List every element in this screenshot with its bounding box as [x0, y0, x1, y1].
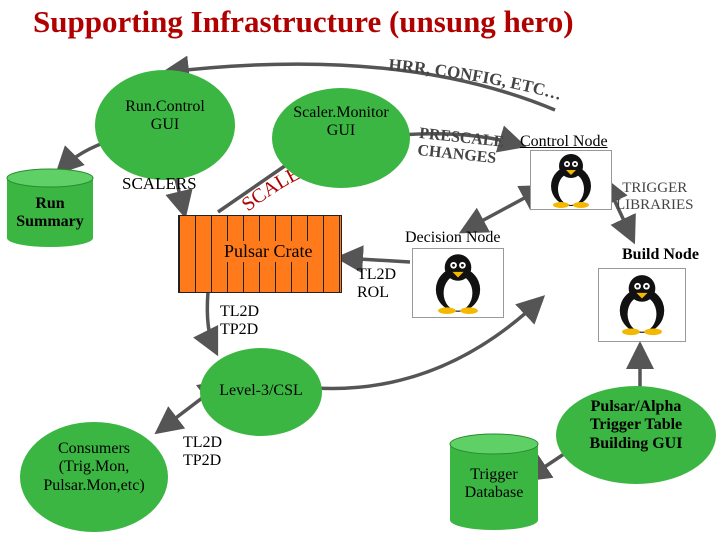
level3-csl-label: Level-3/CSL — [219, 382, 303, 399]
run-summary-label: Run Summary — [16, 195, 84, 231]
arrow-crate-level3 — [193, 291, 219, 357]
runcontrol-gui-label: Run.Control GUI — [125, 98, 205, 134]
arrow-scalermonitor-control — [399, 125, 527, 153]
level3-csl-ellipse — [200, 348, 322, 436]
svg-text:HRR, CONFIG, ETC…: HRR, CONFIG, ETC… — [388, 55, 564, 104]
consumers-ellipse — [20, 422, 168, 532]
runcontrol-gui-ellipse — [95, 70, 235, 180]
arrow-control-decision — [458, 185, 549, 234]
scalermonitor-gui-label: Scaler.Monitor GUI — [293, 104, 389, 140]
page-title: Supporting Infrastructure (unsung hero) — [33, 4, 574, 39]
tl2d-rol-label: TL2D ROL — [357, 266, 397, 302]
pulsar-alpha-gui-label: Pulsar/Alpha Trigger Table Building GUI — [589, 398, 683, 452]
trigger-database-cylinder — [449, 433, 539, 530]
linux-penguin-icon — [551, 154, 591, 208]
linux-penguin-icon — [619, 275, 665, 336]
run-summary-cylinder — [6, 168, 94, 247]
arrow-decision-crate — [335, 245, 411, 274]
scalermonitor-gui-ellipse — [272, 88, 410, 188]
arrow-level3-build — [314, 295, 546, 391]
arrow-config-arc — [161, 55, 556, 112]
decision-node-label: Decision Node — [405, 229, 501, 246]
trigger-database-label: Trigger Database — [464, 466, 524, 502]
linux-penguin-icon — [435, 254, 481, 314]
tl2d-tp2d-consumers-label: TL2D TP2D — [183, 434, 223, 470]
build-node-label: Build Node — [622, 246, 699, 263]
tl2d-tp2d-crate-label: TL2D TP2D — [220, 303, 260, 339]
trigger-libraries-label: TRIGGER LIBRARIES — [616, 180, 694, 214]
pulsar-alpha-gui-ellipse — [556, 386, 716, 484]
consumers-label: Consumers (Trig.Mon, Pulsar.Mon,etc) — [43, 440, 145, 494]
control-node-label: Control Node — [520, 133, 608, 150]
arrow-control-build — [602, 175, 636, 245]
scalers-left-label: SCALERS — [122, 174, 197, 193]
pulsar-crate-label: Pulsar Crate — [222, 241, 315, 262]
